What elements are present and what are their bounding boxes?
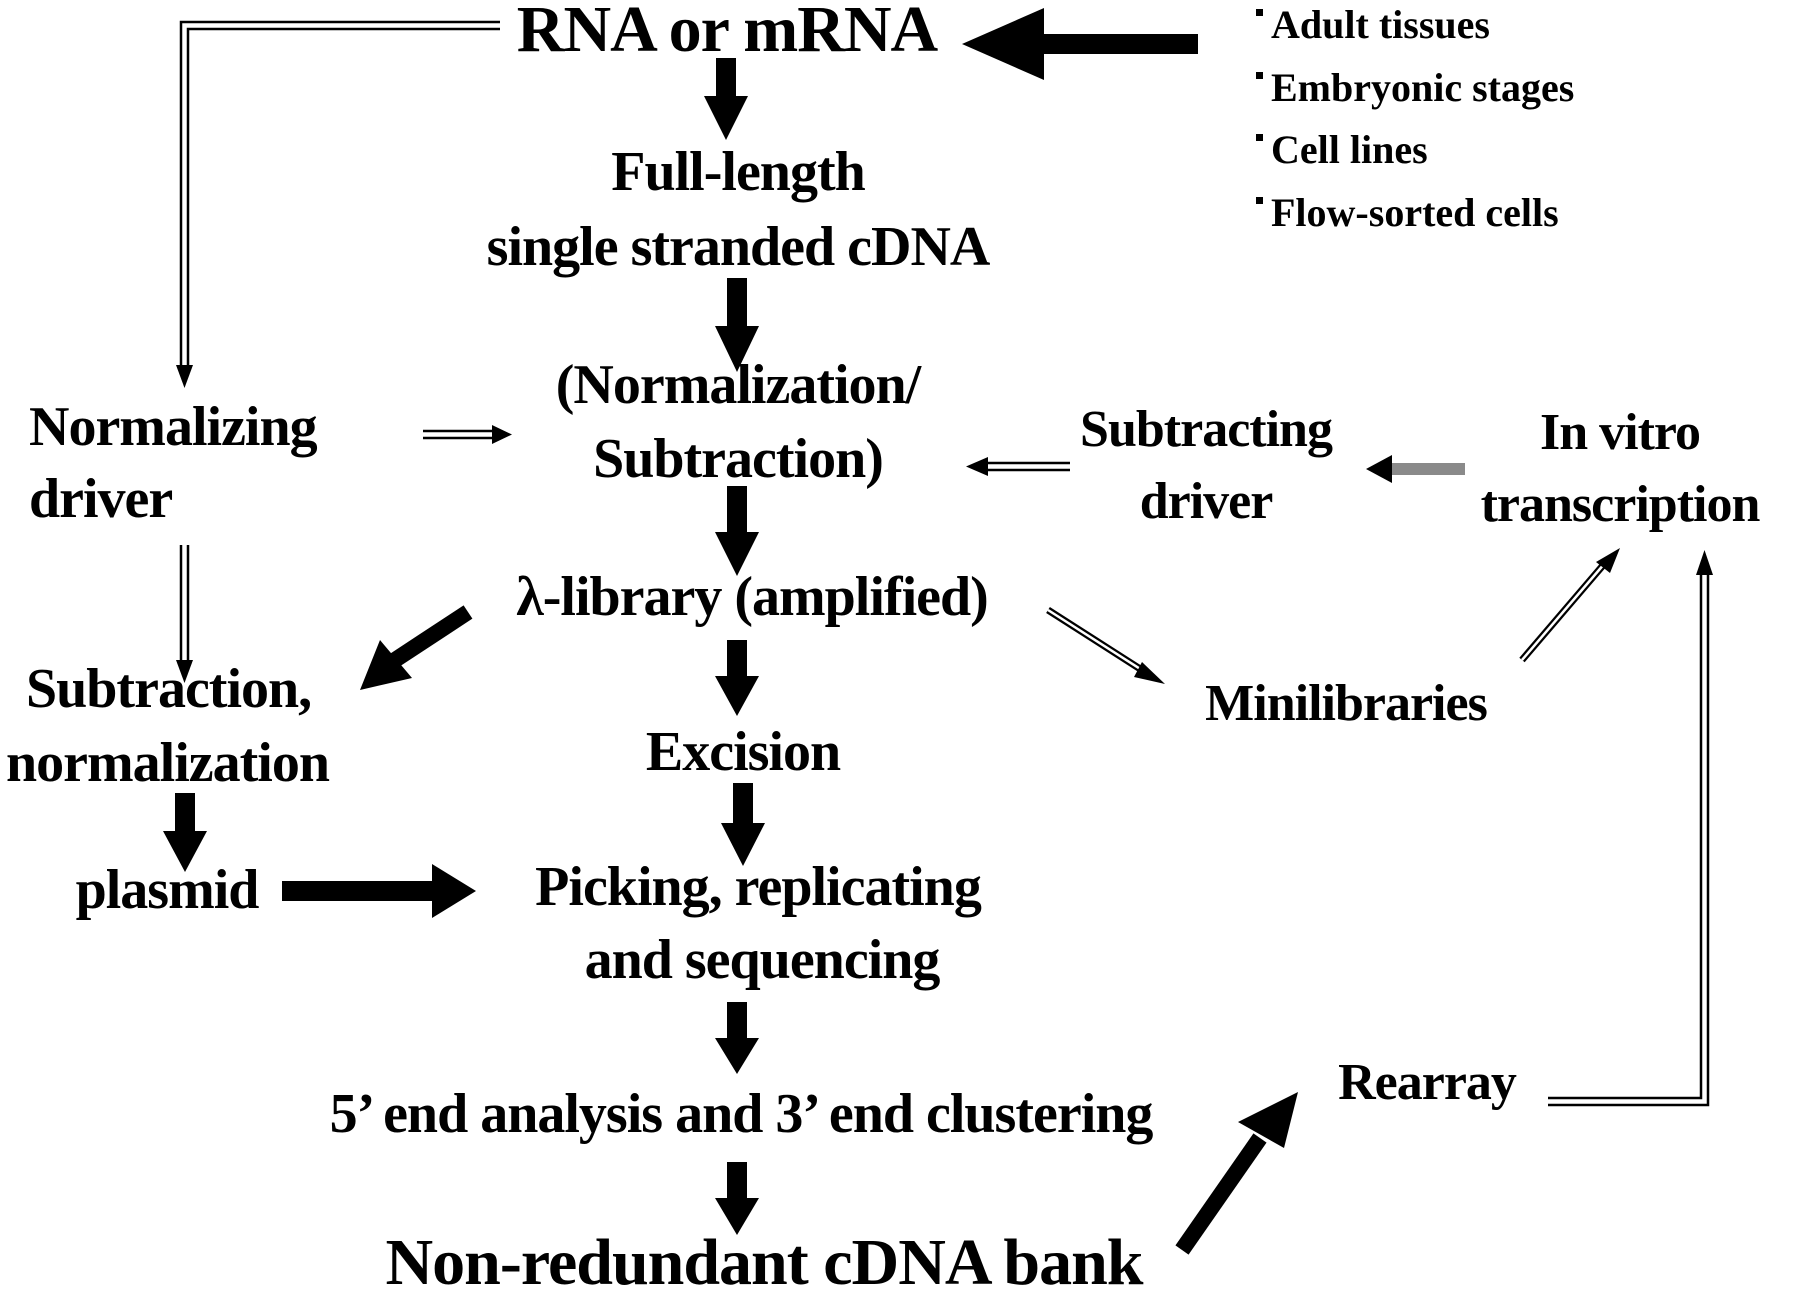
node-minilibraries: Minilibraries [1205,675,1488,732]
source-label: Flow-sorted cells [1271,190,1559,235]
arrow-excision-to-picking [721,783,765,866]
node-subnorm-line2: normalization [6,732,330,794]
node-normalizing-driver-line1: Normalizing [29,396,318,458]
arrow-rna-to-normalizing-driver [176,20,500,388]
node-picking-line1: Picking, replicating [535,856,982,918]
arrow-rna-to-fulllength [704,58,748,140]
node-analysis: 5’ end analysis and 3’ end clustering [329,1083,1154,1145]
bullet-icon [1256,9,1263,16]
arrow-fulllength-to-normsub [715,278,759,372]
node-lambda-library: λ-library (amplified) [516,566,989,628]
arrow-bank-to-rearray [1175,1092,1298,1255]
arrow-normsub-to-lambda [715,486,759,576]
bullet-icon [1256,134,1263,141]
arrow-rearray-to-invitro [1548,550,1713,1107]
node-nonredundant-bank: Non-redundant cDNA bank [385,1226,1143,1295]
bullet-icon [1256,197,1263,204]
node-subtracting-driver-line1: Subtracting [1080,401,1333,458]
arrow-normalizing-driver-to-normsub [423,425,512,444]
node-full-length-line2: single stranded cDNA [486,216,991,278]
node-normalizing-driver-line2: driver [29,468,173,530]
source-item: Cell lines [1256,130,1428,170]
source-item: Embryonic stages [1256,68,1574,108]
source-label: Cell lines [1271,127,1428,172]
source-label: Adult tissues [1271,2,1490,47]
arrow-picking-to-analysis [715,1002,759,1074]
arrow-sources-to-rna [962,8,1198,80]
node-rna: RNA or mRNA [516,0,938,66]
arrow-plasmid-to-picking [282,864,476,918]
arrow-lambda-to-subnorm [360,605,473,690]
arrow-normalizing-driver-to-subnorm [176,545,193,683]
arrow-analysis-to-bank [715,1162,759,1235]
source-item: Flow-sorted cells [1256,193,1559,233]
arrow-subnorm-to-plasmid [163,793,207,872]
node-rearray: Rearray [1338,1054,1517,1111]
node-picking-line2: and sequencing [584,929,941,991]
node-subtracting-driver-line2: driver [1139,473,1274,530]
arrow-lambda-to-minilibraries [1046,607,1165,684]
node-invitro-line2: transcription [1480,476,1761,533]
node-full-length-line1: Full-length [611,141,865,203]
arrow-subtracting-driver-to-normsub [966,457,1070,476]
arrow-invitro-to-subtracting-driver [1366,455,1465,483]
node-excision: Excision [645,721,841,783]
node-norm-sub-line1: (Normalization/ [555,354,921,416]
node-invitro-line1: In vitro [1539,404,1701,461]
node-norm-sub-line2: Subtraction) [593,428,884,490]
bullet-icon [1256,72,1263,79]
node-subnorm-line1: Subtraction, [26,658,312,720]
node-plasmid: plasmid [75,859,260,921]
source-item: Adult tissues [1256,5,1490,45]
source-label: Embryonic stages [1271,65,1575,110]
arrow-lambda-to-excision [715,640,759,716]
arrow-minilibraries-to-invitro [1519,548,1620,663]
